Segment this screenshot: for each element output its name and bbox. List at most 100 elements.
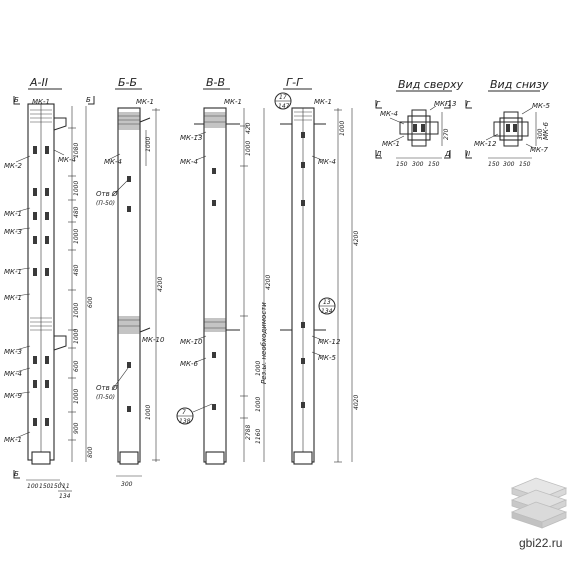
mark-label: МК-2 bbox=[4, 162, 23, 170]
cut-marker bbox=[375, 100, 382, 109]
dim-text: 150 bbox=[428, 161, 440, 168]
mark-label: МК-10 bbox=[180, 338, 203, 346]
plan-opening bbox=[413, 124, 417, 132]
mark-label: Отв Ø bbox=[96, 190, 118, 198]
plan-marker: II bbox=[466, 150, 470, 158]
dim-text: 1000 bbox=[73, 303, 80, 318]
section-g-dimensions: 4200 4020 1000 bbox=[334, 108, 360, 463]
mark-label: МК-1 bbox=[224, 98, 242, 106]
dim-text: 4200 bbox=[353, 231, 360, 246]
dim-text: 150 bbox=[519, 161, 531, 168]
dim-text: 150 bbox=[396, 161, 408, 168]
plan-bottom-column bbox=[499, 117, 523, 141]
mark-label: МК-4 bbox=[4, 370, 22, 378]
mid-capital-hatch bbox=[30, 317, 52, 331]
console-bracket bbox=[139, 327, 151, 333]
capital-hatch bbox=[118, 112, 140, 130]
mark-label: Отв Ø bbox=[96, 384, 118, 392]
mark-label: МК-6 bbox=[542, 121, 550, 140]
plan-top-column bbox=[407, 115, 431, 141]
dim-text: 4200 bbox=[265, 275, 272, 290]
plan-top-title: Вид сверху bbox=[398, 78, 464, 91]
mark-label: МК-13 bbox=[180, 134, 202, 142]
mark-label: МК-1 bbox=[4, 210, 22, 218]
plan-bottom-bracket-v bbox=[503, 111, 519, 147]
dim-text: 1000 bbox=[245, 141, 252, 156]
dim-text: 480 bbox=[73, 206, 80, 218]
column-g-openings bbox=[301, 132, 305, 408]
dim-text: 100 bbox=[27, 483, 39, 490]
dim-text: 300 bbox=[412, 161, 424, 168]
section-a-title: А-II bbox=[29, 76, 48, 89]
cut-marker bbox=[13, 96, 20, 105]
plan-top-bracket-h bbox=[399, 121, 439, 135]
mark-label: МК-12 bbox=[318, 338, 341, 346]
section-a-dimensions: 1080 1000 480 1000 480 1000 1000 600 100… bbox=[68, 106, 94, 462]
capital-hatch bbox=[30, 109, 52, 123]
section-g-labels: МК-1 МК-4 МК-12 МК-5 13 134 bbox=[311, 98, 341, 362]
plan-bottom-bracket-h bbox=[493, 121, 529, 137]
mark-label: МК-4 bbox=[58, 156, 76, 164]
capital-hatch bbox=[294, 111, 312, 121]
section-a: А-II Б Б Б bbox=[4, 76, 95, 500]
dim-text: 1160 bbox=[255, 429, 262, 444]
mark-label: МК-6 bbox=[180, 360, 199, 368]
section-a-labels: МК-1 МК-2 МК-4 МК-1 МК-3 МК-1 МК-1 МК-3 … bbox=[4, 98, 76, 444]
column-a-base bbox=[31, 451, 51, 465]
mark-label: МК-7 bbox=[530, 146, 549, 154]
mark-label: МК-1 bbox=[4, 268, 22, 276]
dim-text: 420 bbox=[245, 122, 252, 134]
dim-text: 1000 bbox=[73, 181, 80, 196]
column-b-base bbox=[119, 451, 139, 465]
mid-capital-hatch bbox=[118, 316, 140, 334]
mark-label: МК-1 bbox=[32, 98, 50, 106]
dim-text: 1000 bbox=[255, 361, 262, 376]
plan-marker: Г bbox=[466, 100, 471, 108]
dim-text: 1000 bbox=[255, 397, 262, 412]
column-b-openings bbox=[127, 176, 131, 412]
cut-marker bbox=[375, 150, 382, 159]
cut-marker bbox=[13, 470, 20, 479]
dim-text: 4200 bbox=[157, 277, 164, 292]
cut-marker bbox=[465, 100, 472, 109]
dim-text: 150 bbox=[39, 483, 51, 490]
dim-text: 1080 bbox=[73, 143, 80, 158]
dim-text: 300 bbox=[503, 161, 515, 168]
section-v-dimensions: 4200 2788 1000 420 1000 1000 1160 Рез.ы.… bbox=[240, 108, 272, 462]
plan-bottom: Вид снизу Г II МК-5 МК-12 МК-7 МК-6 150 … bbox=[465, 78, 551, 168]
dim-text: 800 bbox=[87, 446, 94, 458]
detail-ref-number: 11 bbox=[62, 483, 70, 490]
cut-marker bbox=[465, 150, 472, 159]
detail-ref-sheet: 134 bbox=[321, 308, 333, 315]
dim-text: 480 bbox=[73, 264, 80, 276]
cut-marker bbox=[444, 150, 451, 159]
mark-label: МК-13 bbox=[434, 100, 456, 108]
plan-top: Вид сверху Г Г Д Д МК-4 МК-13 МК-1 150 3… bbox=[375, 78, 464, 168]
section-g: Г-Г 17 147 МК-1 МК-4 МК-12 bbox=[274, 76, 360, 465]
mark-label: МК-9 bbox=[4, 392, 23, 400]
capital-hatch bbox=[204, 112, 226, 128]
watermark-site-text: gbi22.ru bbox=[519, 536, 563, 550]
mark-label: МК-1 bbox=[314, 98, 332, 106]
dim-text: 1000 bbox=[73, 389, 80, 404]
detail-ref-sheet: 134 bbox=[59, 493, 71, 500]
plan-marker: Г bbox=[445, 100, 450, 108]
section-b-labels: МК-1 МК-4 Отв Ø (П-50) МК-10 Отв Ø (П-50… bbox=[96, 98, 165, 401]
stacked-slabs-logo-icon bbox=[510, 477, 568, 529]
mark-label: МК-4 bbox=[318, 158, 336, 166]
section-v-title: В-В bbox=[206, 76, 225, 89]
dim-text: 1000 bbox=[145, 405, 152, 420]
dim-text: 1000 bbox=[145, 137, 152, 152]
dim-text: 300 bbox=[121, 481, 133, 488]
dim-text: 2788 bbox=[245, 425, 252, 440]
mark-label: МК-5 bbox=[532, 102, 551, 110]
detail-ref-number: 17 bbox=[279, 94, 287, 101]
section-v-labels: МК-1 МК-13 МК-4 МК-10 МК-6 7 138 bbox=[176, 98, 242, 425]
mid-capital-hatch bbox=[204, 318, 226, 332]
mark-label: МК-4 bbox=[380, 110, 398, 118]
detail-ref-number: 13 bbox=[323, 299, 331, 306]
section-b: Б-Б МК-1 МК-4 Отв Ø (П-50) МК-10 bbox=[96, 76, 165, 488]
detail-ref-sheet: 138 bbox=[179, 418, 191, 425]
section-b-dimensions: 4200 1000 1000 300 bbox=[116, 108, 164, 488]
